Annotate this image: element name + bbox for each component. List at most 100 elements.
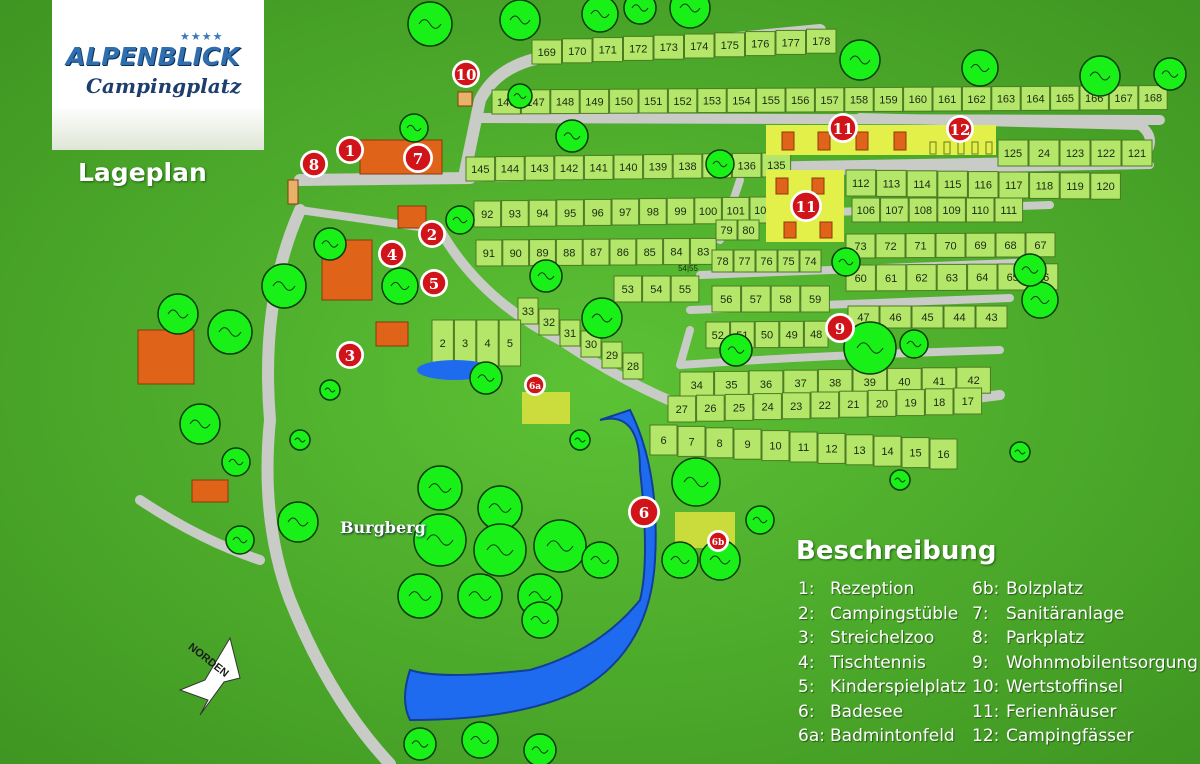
tree-detail <box>531 746 549 754</box>
trees <box>157 0 1187 764</box>
plot-label: 9 <box>744 439 750 451</box>
plot-22 <box>810 391 840 419</box>
plot-label: 157 <box>820 95 838 107</box>
plot-35 <box>714 370 749 398</box>
plot-34 <box>679 371 715 399</box>
logo: ★★★★ ALPENBLICK Campingplatz <box>52 0 264 150</box>
plot-label: 136 <box>738 160 756 172</box>
marker-5 <box>421 270 447 296</box>
plot-label: 114 <box>913 179 931 191</box>
legend-item: 11:Ferienhäuser <box>972 701 1117 722</box>
plot-18 <box>924 388 954 416</box>
plot-label: 50 <box>761 330 773 342</box>
plot-121 <box>1121 139 1153 167</box>
plot-13 <box>845 434 874 466</box>
plot-49 <box>779 320 804 348</box>
plot-label: 30 <box>585 339 597 351</box>
plot-21 <box>839 390 868 418</box>
tree-detail <box>486 544 514 556</box>
plot-label: 169 <box>538 47 556 59</box>
plot-label: 138 <box>678 161 696 173</box>
plot-114 <box>906 170 938 198</box>
tree-detail <box>712 160 728 168</box>
plot-145 <box>465 156 496 182</box>
plot-label: 163 <box>997 94 1015 106</box>
plot-label: 24 <box>1038 148 1050 160</box>
plot-label: 14 <box>881 446 893 458</box>
plot-label: 53 <box>622 284 634 296</box>
plot-label: 175 <box>721 40 739 52</box>
plot-label: 57 <box>750 294 762 306</box>
plot-label: 7 <box>688 436 694 448</box>
tree-detail <box>530 615 550 625</box>
plot-162 <box>961 86 992 112</box>
plot-label: 168 <box>1144 93 1162 105</box>
plot-label: 125 <box>1004 148 1022 160</box>
plot-117 <box>998 171 1030 199</box>
legend-item: 6b:Bolzplatz <box>972 579 1084 599</box>
tree-detail <box>477 374 495 382</box>
tree-detail <box>683 476 709 488</box>
plot-36 <box>748 370 784 398</box>
plot-label: 4 <box>484 338 490 350</box>
tree-detail <box>294 437 306 443</box>
plot-171 <box>592 37 623 63</box>
legend-item: 8:Parkplatz <box>972 628 1085 648</box>
tree-detail <box>232 536 248 544</box>
plot-110 <box>965 197 995 223</box>
tree-detail <box>218 327 242 337</box>
tree <box>669 0 711 29</box>
tree-detail <box>513 93 527 99</box>
plot-label: 73 <box>854 241 866 253</box>
plot-55 <box>670 275 700 303</box>
tree-detail <box>321 240 339 248</box>
plot-85 <box>636 238 664 266</box>
plot-label: 77 <box>738 256 750 268</box>
plot-label: 178 <box>812 36 830 48</box>
plot-label: 5 <box>507 338 513 350</box>
tree-detail <box>509 15 531 25</box>
plot-32 <box>538 308 560 336</box>
plot-70 <box>935 232 966 258</box>
plot-label: 64 <box>976 272 988 284</box>
tree-detail <box>838 258 854 266</box>
plot-label: 13 <box>853 445 865 457</box>
marker-label: 12 <box>950 121 971 139</box>
marker-12 <box>947 116 973 142</box>
tree-detail <box>590 555 610 565</box>
plot-label: 152 <box>673 96 691 108</box>
plot-149 <box>579 88 610 114</box>
plot-176 <box>745 31 776 57</box>
plot-label: 123 <box>1066 148 1084 160</box>
plot-141 <box>583 154 614 180</box>
plot-label: 58 <box>779 294 791 306</box>
plot-label: 118 <box>1036 180 1054 192</box>
plot-label: 79 <box>720 225 732 237</box>
plot-label: 11 <box>798 442 809 454</box>
plot-label: 70 <box>944 240 956 252</box>
tree-detail <box>287 517 309 527</box>
plot-97 <box>611 198 640 226</box>
plot-label: 177 <box>782 37 800 49</box>
plot-label: 16 <box>937 449 949 461</box>
plot-label: 40 <box>898 376 910 388</box>
plot-label: 95 <box>564 208 576 220</box>
plot-label: 98 <box>647 207 659 219</box>
plot-label: 17 <box>962 396 974 408</box>
tree-detail <box>679 3 701 13</box>
plot-label: 72 <box>884 241 896 253</box>
plot-46 <box>879 305 912 329</box>
plot-label: 33 <box>522 306 534 318</box>
marker-label: 1 <box>345 142 355 160</box>
tree <box>581 0 619 33</box>
plot-label: 113 <box>883 178 901 190</box>
marker-label: 4 <box>387 246 397 264</box>
plot-125 <box>997 139 1029 167</box>
plot-label: 92 <box>481 209 493 221</box>
plot-9 <box>733 428 762 460</box>
tree-detail <box>591 313 613 323</box>
marker-label: 11 <box>833 120 854 138</box>
plot-tag: 54|55 <box>678 264 698 273</box>
plot-label: 90 <box>510 248 522 260</box>
plot-154 <box>726 87 757 113</box>
